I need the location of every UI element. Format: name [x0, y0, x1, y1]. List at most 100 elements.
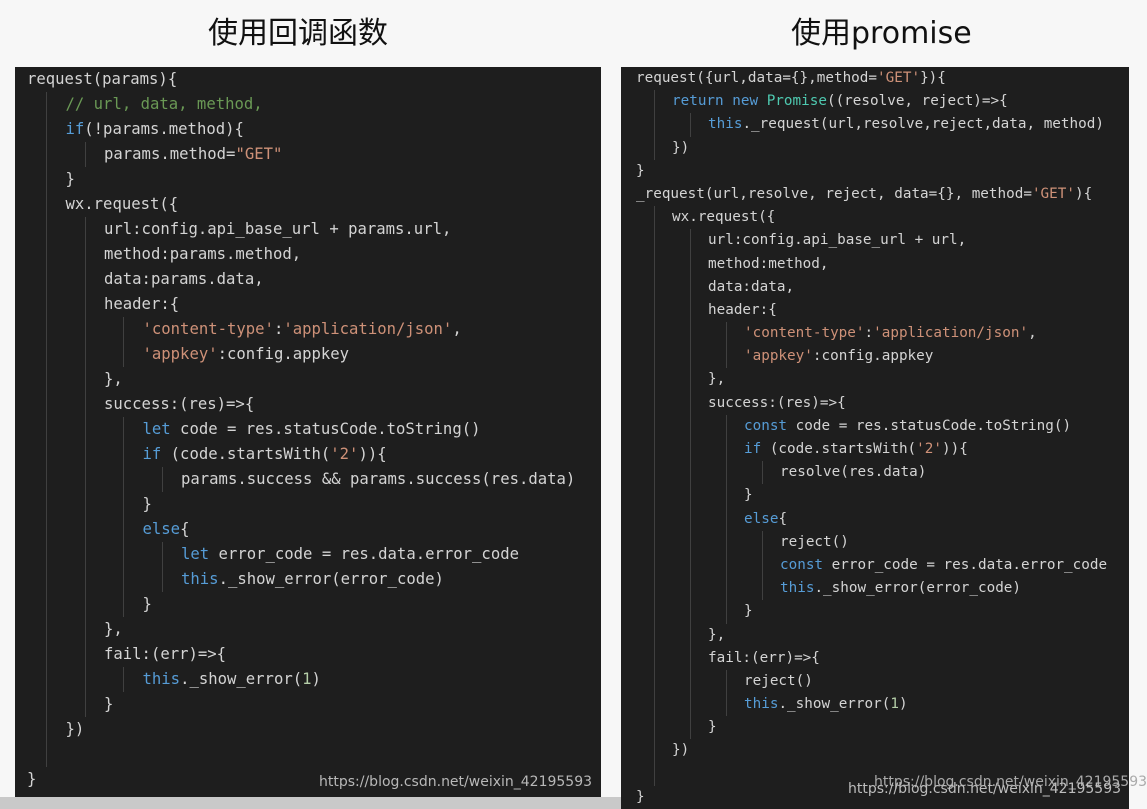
keyword-token: this [744, 696, 779, 713]
indent-guide [690, 391, 691, 415]
indent-guide [690, 322, 691, 346]
indent-guide [46, 517, 47, 542]
indent-guide [84, 692, 86, 717]
code-text: } [621, 163, 645, 179]
code-token: url:config.api_base_url + params.url, [104, 220, 452, 238]
code-token: , [452, 320, 462, 338]
indent-guide [690, 716, 691, 740]
code-token: header:{ [708, 301, 777, 318]
callback-code-line: wx.request({ [15, 192, 601, 217]
code-token: (code.startsWith( [761, 441, 917, 457]
indent-guide [123, 567, 124, 592]
code-token [724, 93, 733, 109]
indent-guide [654, 414, 655, 438]
string-token: '2' [330, 445, 359, 463]
indent-guide [726, 669, 727, 694]
indent-guide [123, 592, 124, 617]
indent-guide [726, 600, 727, 624]
callback-code-line: if (code.startsWith('2')){ [15, 442, 601, 467]
indent-guide [726, 577, 727, 601]
code-text: reject() [765, 534, 849, 550]
code-text: }, [693, 371, 725, 387]
callback-code-line: params.method="GET" [15, 142, 601, 167]
indent-guide [690, 113, 691, 137]
code-token: { [778, 510, 788, 527]
callback-code-line: 'content-type':'application/json', [15, 317, 601, 342]
code-text: method:method, [693, 256, 829, 272]
promise-code-line: return new Promise((resolve, reject)=>{ [621, 90, 1129, 114]
code-token: }) [672, 742, 690, 759]
indent-guide [84, 642, 86, 667]
indent-guide [123, 317, 124, 342]
code-text: 'appkey':config.appkey [729, 348, 933, 364]
code-token: ._show_error( [180, 670, 303, 688]
code-token: request(params){ [27, 70, 178, 88]
promise-code-line: request({url,data={},method='GET'}){ [621, 67, 1129, 90]
promise-code-line: reject() [621, 669, 1129, 694]
indent-guide [46, 192, 47, 217]
callback-code-line: url:config.api_base_url + params.url, [15, 217, 601, 242]
promise-code-block: request({url,data={},method='GET'}){retu… [621, 67, 1129, 809]
code-text: else{ [729, 511, 787, 527]
keyword-token: this [142, 670, 181, 688]
indent-guide [726, 484, 727, 508]
indent-guide [690, 646, 691, 670]
string-token: 'content-type' [744, 325, 865, 342]
indent-guide [84, 367, 86, 392]
indent-guide [726, 414, 727, 438]
code-text: method:params.method, [92, 245, 301, 263]
code-text: this._show_error(error_code) [169, 570, 444, 588]
indent-guide [84, 517, 86, 542]
code-token: ._show_error(error_code) [218, 570, 444, 588]
indent-guide [123, 417, 124, 442]
indent-guide [690, 461, 691, 485]
indent-guide [84, 342, 86, 367]
code-token: fail:(err)=>{ [708, 649, 820, 666]
code-token: error_code = res.data.error_code [209, 545, 519, 563]
indent-guide [654, 298, 655, 323]
number-token: 1 [302, 670, 312, 688]
promise-code-line: if (code.startsWith('2')){ [621, 438, 1129, 462]
indent-guide [654, 484, 655, 508]
code-text: } [729, 487, 753, 503]
indent-guide [690, 368, 691, 392]
indent-guide [726, 530, 727, 554]
keyword-token: const [780, 556, 824, 573]
callback-code-line: params.success && params.success(res.dat… [15, 467, 601, 492]
number-token: 1 [890, 696, 899, 713]
callback-code-line: // url, data, method, [15, 92, 601, 117]
indent-guide [46, 342, 47, 367]
promise-code-line: const error_code = res.data.error_code [621, 553, 1129, 578]
indent-guide [654, 693, 655, 717]
code-text: let error_code = res.data.error_code [169, 545, 519, 563]
keyword-token: this [780, 580, 815, 597]
indent-guide [690, 553, 691, 578]
indent-guide [654, 461, 655, 485]
indent-guide [690, 345, 691, 369]
indent-guide [123, 342, 124, 367]
indent-guide [690, 577, 691, 601]
code-text: } [54, 170, 75, 188]
indent-guide [46, 317, 47, 342]
code-token: } [27, 770, 37, 788]
code-token: ) [898, 696, 908, 713]
callback-code-line: header:{ [15, 292, 601, 317]
code-token: (!params.method){ [84, 120, 244, 138]
indent-guide [46, 467, 47, 492]
indent-guide [654, 206, 655, 230]
code-text: const code = res.statusCode.toString() [729, 418, 1071, 434]
indent-guide [654, 669, 655, 694]
code-token: }, [104, 620, 123, 638]
indent-guide [654, 229, 655, 253]
promise-code-line: 'appkey':config.appkey [621, 345, 1129, 369]
indent-guide [690, 623, 691, 647]
code-text: const error_code = res.data.error_code [765, 557, 1107, 573]
code-text: wx.request({ [657, 209, 775, 225]
code-token: { [180, 520, 190, 538]
keyword-token: new [732, 93, 759, 110]
type-token: Promise [766, 93, 827, 110]
indent-guide [654, 716, 655, 740]
indent-guide [84, 617, 86, 642]
code-text: params.method="GET" [92, 145, 282, 163]
code-token: :config.appkey [217, 345, 350, 363]
